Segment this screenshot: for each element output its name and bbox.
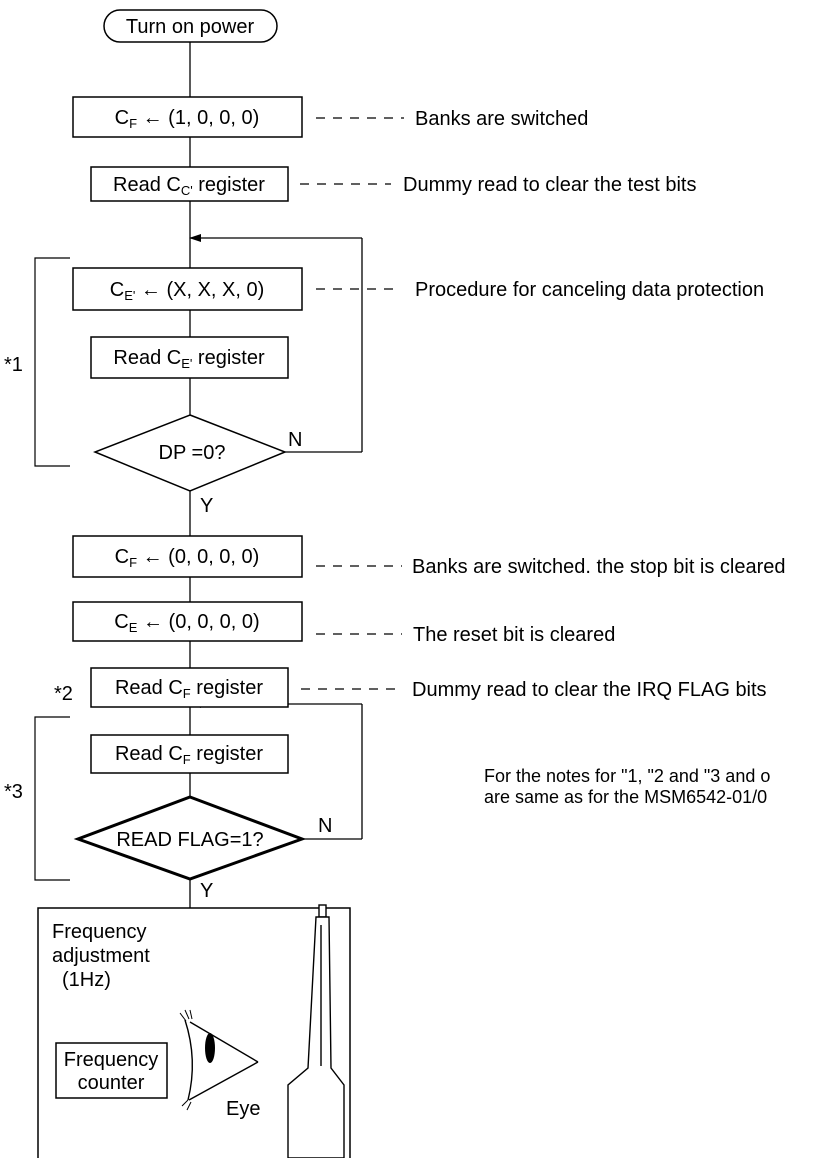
step-cf-set-banks: CF ← (1, 0, 0, 0) [72, 96, 303, 138]
comment-stop-bit-cleared: Banks are switched. the stop bit is clea… [412, 556, 786, 578]
step-cf0-sub: F [129, 555, 137, 570]
step-read-cf1-post: register [191, 677, 264, 699]
step-read-cc-register: Read CC' register [90, 166, 289, 202]
step-read-cf2-pre: Read C [115, 743, 183, 765]
step-read-cf-loop: Read CF register [90, 734, 289, 774]
bracket-note-2-label: *2 [54, 683, 73, 705]
step-ce-rhs: ← (X, X, X, 0) [135, 279, 264, 301]
decision-flag-label: READ FLAG=1? [116, 829, 263, 851]
adjust-title-line3: (1Hz) [62, 969, 111, 991]
svg-text:Read CC' register: Read CC' register [113, 174, 265, 198]
adjust-title-line2: adjustment [52, 945, 150, 967]
bracket-note-3-label: *3 [4, 781, 23, 803]
decision-flag-yes: Y [200, 880, 213, 902]
comment-banks-switched: Banks are switched [415, 108, 588, 130]
step-cf-clear-stop: CF ← (0, 0, 0, 0) [72, 535, 303, 578]
bracket-note-1 [34, 257, 70, 467]
decision-dp-label: DP =0? [159, 442, 226, 464]
note-line-1: For the notes for "1, "2 and "3 and o [484, 766, 770, 786]
step-read-cf1-pre: Read C [115, 677, 183, 699]
comment-dummy-read-test-bits: Dummy read to clear the test bits [403, 174, 696, 196]
frequency-counter-box: Frequency counter [55, 1042, 168, 1099]
step-read-cc-pre: Read C [113, 174, 181, 196]
svg-text:CF ← (0, 0, 0, 0): CF ← (0, 0, 0, 0) [115, 546, 260, 570]
step-read-cc-sub: C' [181, 183, 193, 198]
step-read-ce-sub: E' [181, 356, 192, 371]
step-ce-sub: E' [124, 288, 135, 303]
step-cf-lhs: C [115, 107, 129, 129]
step-ce-cancel-protection: CE' ← (X, X, X, 0) [72, 267, 303, 311]
svg-text:Read CF register: Read CF register [115, 743, 263, 767]
start-terminal: Turn on power [103, 9, 278, 43]
step-read-cf-dummy: Read CF register [90, 667, 289, 708]
eye-icon [179, 1009, 259, 1111]
svg-text:CF ← (1, 0, 0, 0): CF ← (1, 0, 0, 0) [115, 107, 260, 131]
step-ce0-sub: E [129, 620, 138, 635]
eye-label: Eye [226, 1098, 260, 1120]
svg-text:CE ← (0, 0, 0, 0): CE ← (0, 0, 0, 0) [114, 611, 259, 635]
step-read-cf1-sub: F [183, 686, 191, 701]
start-label: Turn on power [126, 16, 255, 38]
comment-cancel-data-protection: Procedure for canceling data protection [415, 279, 764, 301]
step-read-ce-post: register [192, 347, 265, 369]
decision-read-flag: READ FLAG=1? N Y [73, 795, 332, 902]
step-read-cf2-sub: F [183, 752, 191, 767]
svg-text:CE' ← (X, X, X, 0): CE' ← (X, X, X, 0) [110, 279, 265, 303]
step-cf0-lhs: C [115, 546, 129, 568]
adjust-title-line1: Frequency [52, 921, 147, 943]
decision-dp-no: N [288, 429, 302, 451]
note-line-2: are same as for the MSM6542-01/0 [484, 787, 767, 807]
step-ce0-lhs: C [114, 611, 128, 633]
step-cf-sub: F [129, 116, 137, 131]
adjustment-tool-icon [287, 904, 345, 1158]
counter-label-line1: Frequency [64, 1049, 159, 1071]
step-read-ce-register: Read CE' register [90, 336, 289, 379]
comment-dummy-read-irq: Dummy read to clear the IRQ FLAG bits [412, 679, 767, 701]
step-read-cc-post: register [193, 174, 266, 196]
bracket-note-1-label: *1 [4, 354, 23, 376]
counter-label-line2: counter [78, 1072, 145, 1094]
step-ce-lhs: C [110, 279, 124, 301]
step-read-ce-pre: Read C [113, 347, 181, 369]
step-ce-clear-reset: CE ← (0, 0, 0, 0) [72, 601, 303, 642]
svg-text:Read CE' register: Read CE' register [113, 347, 265, 371]
svg-text:Read CF register: Read CF register [115, 677, 263, 701]
bracket-note-3 [34, 716, 70, 881]
step-cf0-rhs: ← (0, 0, 0, 0) [137, 546, 259, 568]
step-cf-rhs: ← (1, 0, 0, 0) [137, 107, 259, 129]
decision-dp-zero: DP =0? N Y [92, 414, 302, 517]
step-read-cf2-post: register [191, 743, 264, 765]
frequency-adjustment-panel: Frequency adjustment (1Hz) Frequency cou… [37, 904, 351, 1158]
decision-flag-no: N [318, 815, 332, 837]
comment-reset-bit-cleared: The reset bit is cleared [413, 624, 615, 646]
decision-dp-yes: Y [200, 495, 213, 517]
step-ce0-rhs: ← (0, 0, 0, 0) [137, 611, 259, 633]
